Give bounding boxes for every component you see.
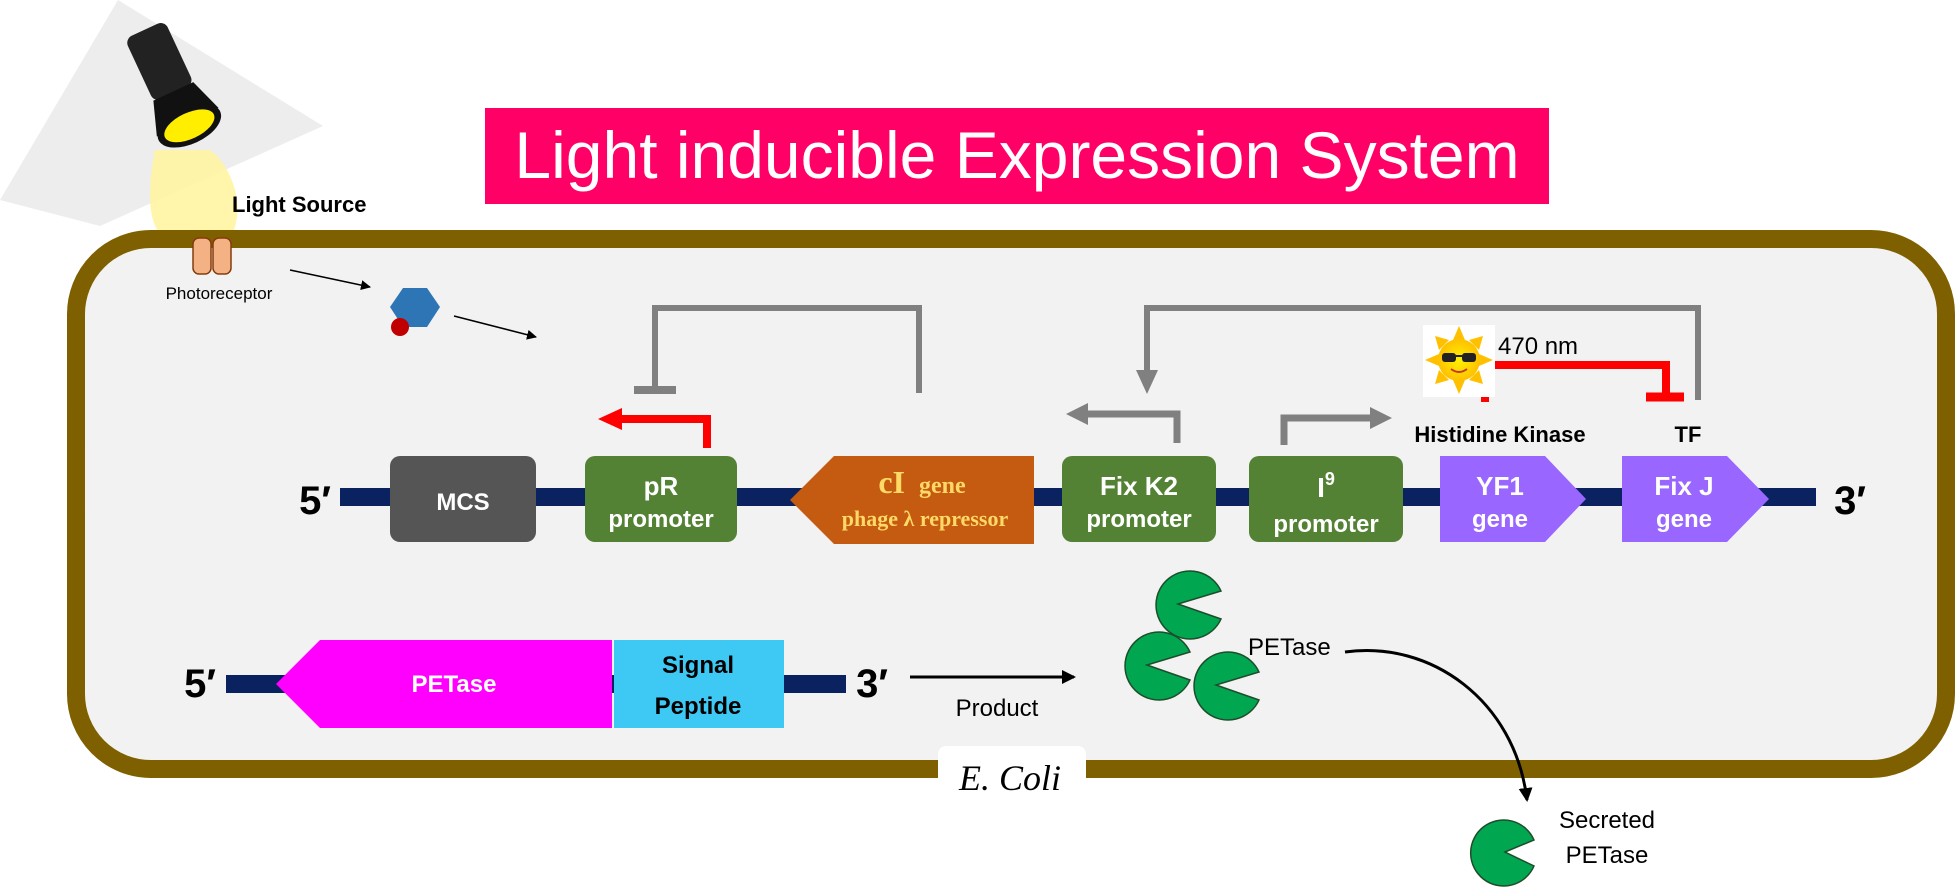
i9-base: I bbox=[1317, 472, 1325, 503]
fixk2-transcription-arrowhead bbox=[1066, 403, 1088, 425]
i9-promoter-block bbox=[1249, 456, 1403, 542]
petase-enzyme-cluster bbox=[1124, 570, 1261, 721]
fixk2-promoter-line1: Fix K2 bbox=[1100, 471, 1178, 501]
construct2-3prime: 3′ bbox=[856, 662, 888, 706]
petase-gene-block bbox=[276, 640, 612, 728]
ci-repression-line bbox=[652, 305, 922, 393]
fixk2-transcription-arrow bbox=[1088, 410, 1181, 443]
ci-gene-suffix: gene bbox=[919, 473, 966, 499]
secretion-arrow bbox=[1344, 649, 1533, 802]
petase-enzyme-icon bbox=[1155, 570, 1223, 640]
page-title: Light inducible Expression System bbox=[514, 118, 1519, 192]
ci-gene-block bbox=[790, 456, 1034, 544]
fixj-gene-block bbox=[1622, 456, 1769, 542]
construct1-5prime: 5′ bbox=[299, 479, 331, 523]
yf1-gene-block bbox=[1440, 456, 1586, 542]
photoreceptor-icon bbox=[192, 237, 232, 275]
signal-arrow-2 bbox=[453, 315, 537, 340]
sun-icon bbox=[1423, 325, 1495, 397]
construct2-5prime: 5′ bbox=[184, 662, 216, 706]
fixk2-promoter-line2: promoter bbox=[1086, 506, 1191, 533]
flashlight-icon bbox=[127, 23, 222, 148]
secreted-line1: Secreted bbox=[1559, 807, 1655, 834]
signal-peptide-line2: Peptide bbox=[655, 693, 742, 720]
fixk2-promoter-block bbox=[1062, 456, 1216, 542]
signal-arrow-1 bbox=[289, 269, 371, 291]
signal-molecule-icon bbox=[390, 288, 440, 336]
histidine-kinase-label: Histidine Kinase bbox=[1414, 422, 1585, 447]
tf-activation-line bbox=[1144, 305, 1701, 400]
petase-enzyme-icon bbox=[1124, 631, 1192, 701]
ci-gene-line1: cI gene bbox=[878, 464, 966, 500]
signal-peptide-line1: Signal bbox=[662, 652, 734, 679]
mcs-block bbox=[390, 456, 536, 542]
ci-gene-line2: phage λ repressor bbox=[842, 506, 1009, 531]
signal-peptide-block bbox=[614, 640, 784, 728]
light-source-label: Light Source bbox=[232, 192, 366, 217]
i9-promoter-line1: I9 bbox=[1317, 469, 1335, 503]
product-label: Product bbox=[956, 695, 1039, 722]
pr-transcription-arrowhead bbox=[598, 408, 622, 430]
tf-label: TF bbox=[1675, 422, 1702, 447]
photoreceptor-label: Photoreceptor bbox=[166, 284, 273, 303]
title-banner: Light inducible Expression System bbox=[485, 108, 1549, 204]
pr-promoter-line1: pR bbox=[644, 471, 679, 501]
pr-transcription-arrow bbox=[622, 415, 711, 448]
petase-enzyme-icon bbox=[1193, 651, 1261, 721]
mcs-label: MCS bbox=[436, 489, 489, 516]
wavelength-label: 470 nm bbox=[1498, 333, 1578, 360]
pr-promoter-line2: promoter bbox=[608, 506, 713, 533]
ci-gene-symbol: cI bbox=[878, 464, 905, 500]
fixj-gene-line2: gene bbox=[1656, 506, 1712, 533]
petase-cluster-label: PETase bbox=[1248, 634, 1331, 661]
pr-promoter-block bbox=[585, 456, 737, 542]
light-glow bbox=[150, 150, 238, 240]
yf1-gene-line1: YF1 bbox=[1476, 471, 1524, 501]
fixj-gene-line1: Fix J bbox=[1654, 471, 1713, 501]
secreted-line2: PETase bbox=[1566, 842, 1649, 869]
i9-transcription-arrowhead bbox=[1370, 407, 1392, 429]
petase-gene-label: PETase bbox=[412, 671, 497, 698]
cell-label-box bbox=[938, 746, 1086, 798]
secreted-petase-icon bbox=[1469, 819, 1535, 887]
i9-superscript: 9 bbox=[1325, 469, 1335, 489]
i9-promoter-line2: promoter bbox=[1273, 511, 1378, 538]
yf1-gene-line2: gene bbox=[1472, 506, 1528, 533]
construct1-3prime: 3′ bbox=[1834, 479, 1866, 523]
i9-transcription-arrow bbox=[1280, 414, 1370, 445]
cell-label: E. Coli bbox=[958, 758, 1061, 798]
tf-activation-arrowhead bbox=[1136, 370, 1158, 394]
